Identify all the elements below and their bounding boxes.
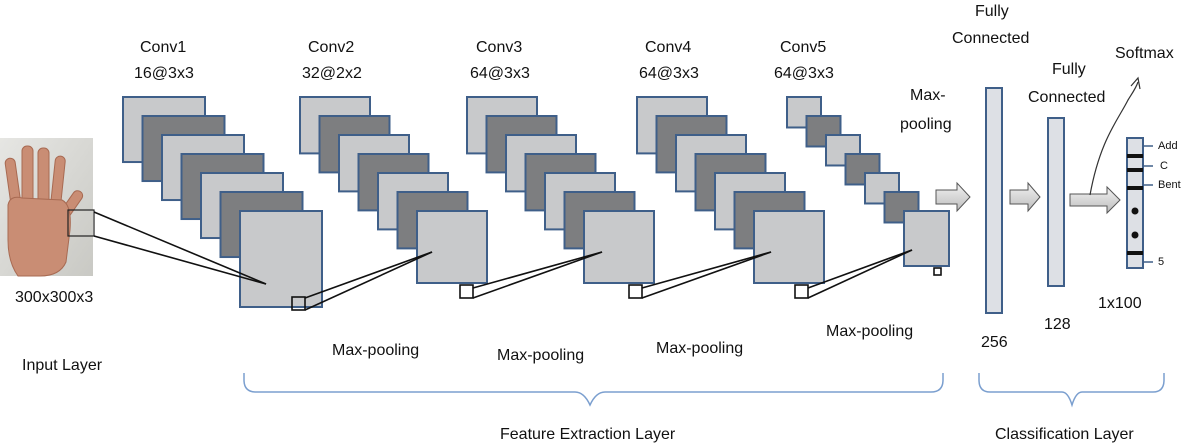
pooling-label-2: Max-pooling [497,347,585,364]
softmax-arrow [1089,76,1141,196]
pooling-label-3: Max-pooling [656,340,744,357]
fc2-label-line1: Fully [1052,61,1086,78]
conv1-shape: 16@3x3 [134,65,194,82]
fc1-bar [985,87,1003,314]
feature-map [239,210,323,308]
conv4-shape: 64@3x3 [639,65,699,82]
conv4-name: Conv4 [645,39,692,56]
fc2-size: 128 [1044,316,1071,333]
connection-line [807,249,913,299]
feature-map [753,210,825,284]
classification-layer-label: Classification Layer [995,426,1134,443]
connection-line [807,249,913,289]
softmax-label: Softmax [1115,45,1174,62]
conv-stacks [122,96,950,311]
feature-map [903,210,950,267]
conv3-shape: 64@3x3 [470,65,530,82]
fc2-label-line2: Connected [1028,89,1106,106]
conv5-name: Conv5 [780,39,827,56]
classification-bracket [978,373,1165,408]
fc2-bar [1047,117,1065,287]
feature-extraction-layer-label: Feature Extraction Layer [500,426,676,443]
conv3-name: Conv3 [476,39,523,56]
output-class-label: 5 [1158,256,1165,268]
ellipsis-dot [1131,231,1139,239]
connection-line [93,235,267,285]
connection-line [472,251,603,299]
connection-line [472,251,603,289]
fc1-label-line1: Fully [975,3,1009,20]
output-class-label: Bent [1158,179,1181,191]
input-layer-label: Input Layer [22,357,103,374]
fc1-size: 256 [981,334,1008,351]
kernel-box [628,284,643,299]
output-vector [1126,137,1153,269]
feature-extraction-bracket [243,373,944,407]
connection-line [641,251,772,289]
block-arrow [1069,185,1121,215]
input-size-label: 300x300x3 [15,289,94,306]
connection-line [93,211,267,285]
kernel-box [459,284,474,299]
connection-lines [93,211,913,311]
connection-line [304,251,433,299]
pooling-label-4: Max-pooling [826,323,914,340]
kernel-box [291,296,306,311]
block-arrow [935,181,971,213]
output-class-label: Add [1158,140,1178,152]
conv5-shape: 64@3x3 [774,65,834,82]
kernel-box [933,267,942,276]
max-pooling-label-line2: pooling [900,116,952,133]
conv2-shape: 32@2x2 [302,65,362,82]
input-hand-image [0,138,95,277]
output-size: 1x100 [1098,295,1142,312]
connection-line [304,251,433,311]
ellipsis-dot [1131,207,1139,215]
fc1-label-line2: Connected [952,30,1030,47]
feature-map [583,210,655,284]
conv2-name: Conv2 [308,39,355,56]
block-arrow [1009,181,1041,213]
pooling-label-1: Max-pooling [332,342,420,359]
output-class-label: C [1160,160,1168,172]
conv1-name: Conv1 [140,39,187,56]
connection-line [641,251,772,299]
feature-map [416,210,488,284]
max-pooling-label-line1: Max- [910,87,946,104]
kernel-box [794,284,809,299]
